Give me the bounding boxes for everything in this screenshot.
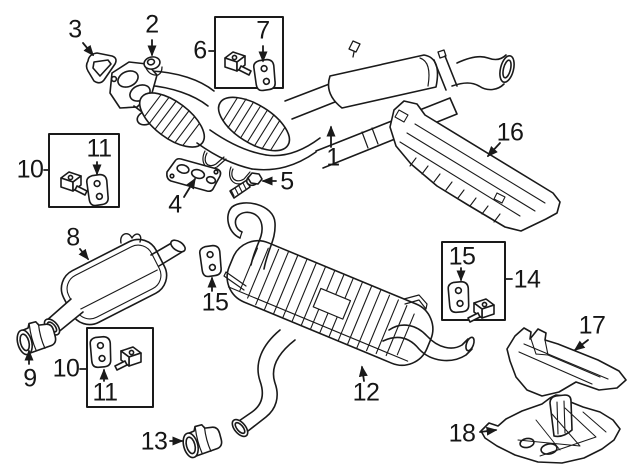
insulator-15-box-drawing [446, 280, 472, 314]
converter-gasket-drawing [166, 157, 222, 193]
clamp-13-drawing [178, 420, 225, 461]
bolt-drawing [229, 172, 263, 199]
callout-16-heat-shield: 16 [496, 118, 524, 147]
insulator-11-upper-drawing [85, 172, 111, 208]
nut-drawing [143, 56, 163, 76]
callout-1-front-pipe: 1 [326, 143, 340, 172]
callout-13-clamp: 13 [140, 427, 168, 456]
callout-leader-lines [24, 39, 589, 446]
rear-muffler-drawing [223, 202, 475, 438]
callout-9-clamp: 9 [23, 364, 37, 393]
callout-10-hanger-kit-upper: 10 [16, 155, 44, 184]
heat-shield-16-drawing [389, 100, 561, 232]
callout-15-insulator-box: 15 [448, 242, 476, 271]
callout-18-heat-shield: 18 [448, 419, 476, 448]
insulator-7-drawing [252, 57, 278, 93]
callout-11-insulator-lower: 11 [92, 378, 118, 407]
callout-3-gasket: 3 [68, 15, 82, 44]
heat-shield-17-drawing [506, 327, 627, 397]
heat-shield-18-drawing [480, 394, 621, 464]
callout-17-heat-shield: 17 [578, 311, 606, 340]
callout-2-nut: 2 [145, 10, 159, 39]
callout-10-hanger-kit-lower: 10 [52, 354, 80, 383]
callout-14-hanger-kit: 14 [513, 265, 541, 294]
callout-12-rear-muffler: 12 [352, 378, 380, 407]
callout-5-bolt: 5 [280, 167, 294, 196]
insulator-11-lower-drawing [88, 335, 114, 369]
callout-7-insulator: 7 [256, 16, 270, 45]
callout-8-center-muffler: 8 [66, 223, 80, 252]
callout-15-insulator: 15 [201, 288, 229, 317]
center-muffler-drawing [43, 233, 186, 336]
front-pipe-assembly-drawing [109, 40, 515, 185]
callout-4-gasket-plate: 4 [168, 190, 182, 219]
flange-gasket-drawing [85, 52, 117, 84]
insulator-15-drawing [198, 243, 224, 279]
callout-6-hanger-kit: 6 [193, 36, 207, 65]
callout-11-insulator-upper: 11 [86, 134, 112, 163]
